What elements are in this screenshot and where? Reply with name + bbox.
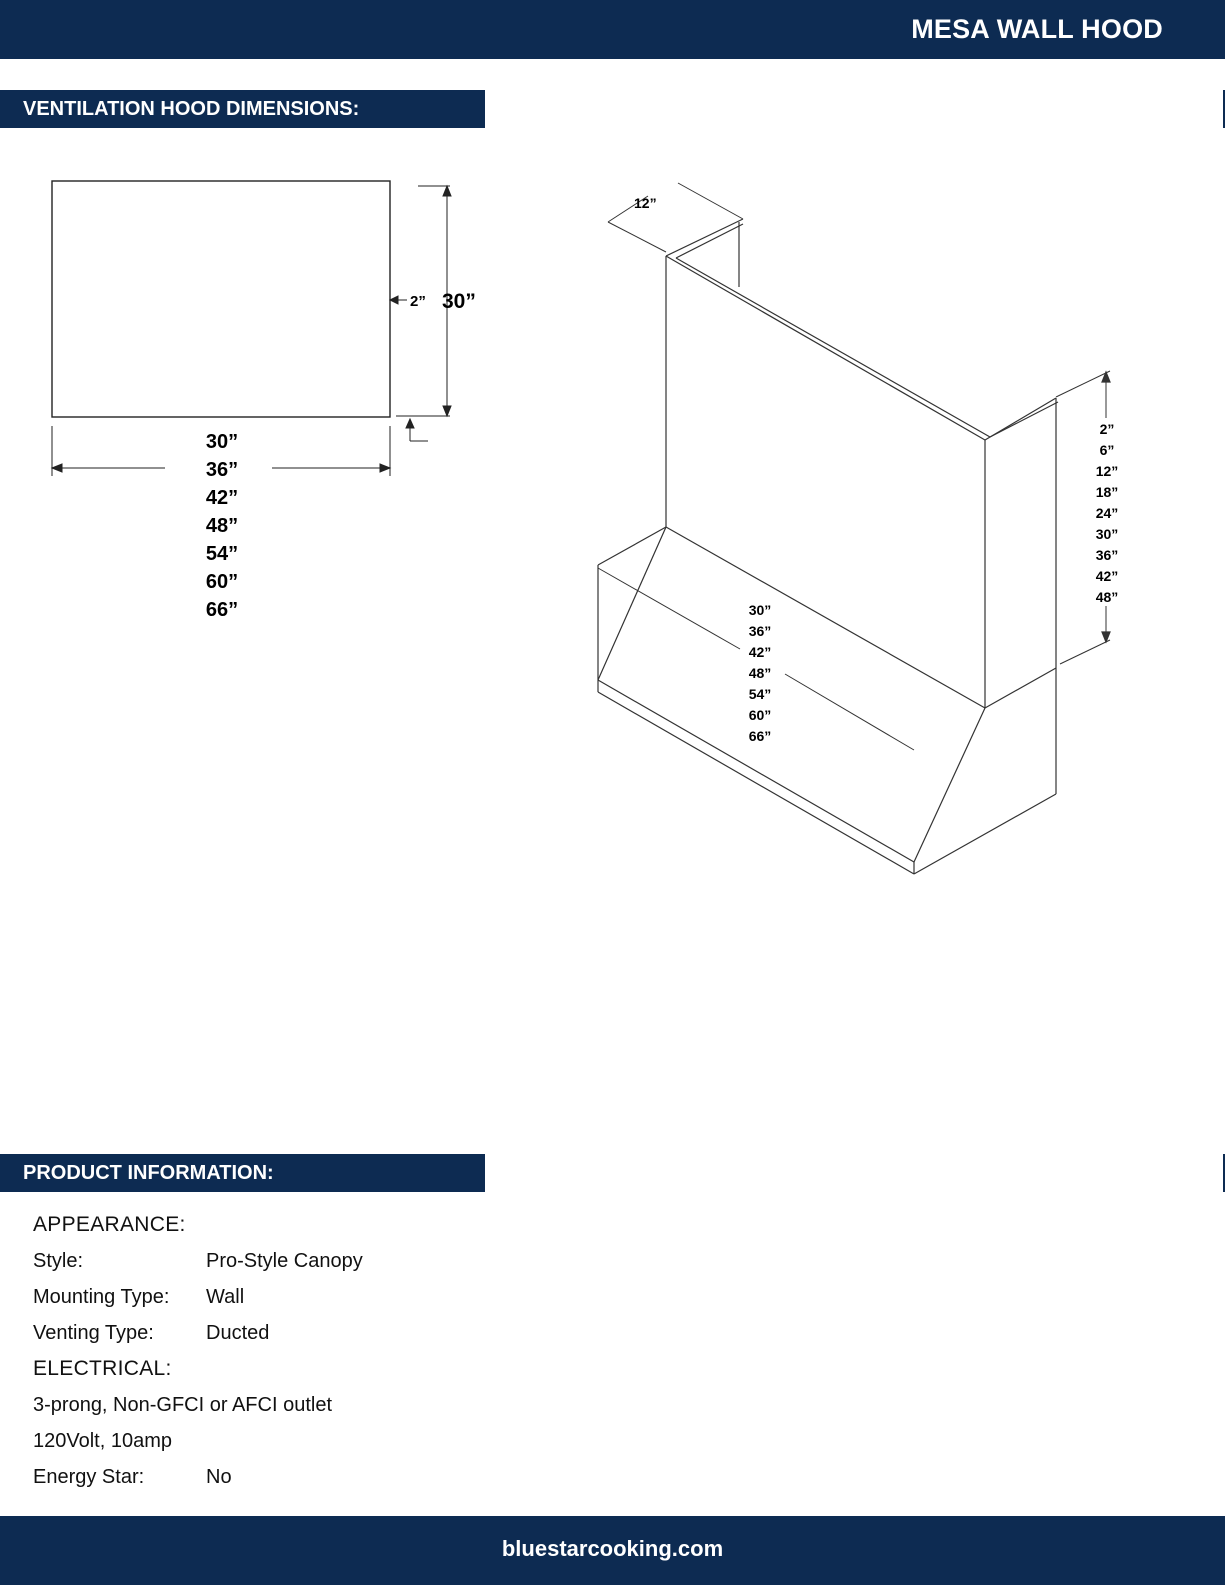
venting-label: Venting Type: [33, 1322, 154, 1344]
front-view-outline [51, 180, 391, 418]
energy-star-label: Energy Star: [33, 1466, 145, 1488]
electrical-heading: ELECTRICAL: [33, 1357, 172, 1380]
front-width-option: 48” [206, 515, 238, 537]
iso-height-option: 24” [1096, 505, 1119, 521]
front-height-label: 30” [442, 290, 476, 313]
outlet-text: 3-prong, Non-GFCI or AFCI outlet [33, 1394, 333, 1416]
mounting-label: Mounting Type: [33, 1286, 170, 1308]
mounting-row: Mounting Type: Wall [33, 1285, 363, 1321]
front-width-option: 60” [206, 571, 238, 593]
iso-width-option: 54” [749, 686, 772, 702]
document-title: MESA WALL HOOD [911, 14, 1163, 44]
dimensions-section-header: VENTILATION HOOD DIMENSIONS: [0, 90, 485, 128]
iso-height-option: 42” [1096, 568, 1119, 584]
iso-height-options: 2” 6” 12” 18” 24” 30” 36” 42” 48” [1096, 421, 1119, 605]
energy-star-value: No [206, 1466, 232, 1488]
front-width-options: 30” 36” 42” 48” 54” 60” 66” [206, 431, 238, 621]
front-width-option: 66” [206, 599, 238, 621]
style-label: Style: [33, 1250, 84, 1272]
iso-width-options: 30” 36” 42” 48” 54” 60” 66” [749, 602, 772, 744]
iso-height-option: 36” [1096, 547, 1119, 563]
front-width-option: 42” [206, 487, 238, 509]
power-text: 120Volt, 10amp [33, 1430, 172, 1452]
venting-row: Venting Type: Ducted [33, 1321, 363, 1357]
front-view-drawing [50, 180, 452, 476]
iso-width-option: 30” [749, 602, 772, 618]
style-value: Pro-Style Canopy [206, 1250, 363, 1272]
energy-star-row: Energy Star: No [33, 1465, 363, 1501]
top-header-bar: MESA WALL HOOD [0, 0, 1225, 59]
style-row: Style: Pro-Style Canopy [33, 1249, 363, 1285]
iso-height-option: 2” [1100, 421, 1115, 437]
iso-width-option: 48” [749, 665, 772, 681]
product-info-list: APPEARANCE: Style: Pro-Style Canopy Moun… [33, 1213, 363, 1501]
front-depth-label: 2” [410, 293, 426, 310]
iso-width-option: 66” [749, 728, 772, 744]
outlet-row: 3-prong, Non-GFCI or AFCI outlet [33, 1393, 363, 1429]
isometric-view-drawing [597, 182, 1111, 875]
iso-height-option: 18” [1096, 484, 1119, 500]
product-info-section-header: PRODUCT INFORMATION: [0, 1154, 485, 1192]
website-link[interactable]: bluestarcooking.com [501, 1536, 724, 1561]
power-row: 120Volt, 10amp [33, 1429, 363, 1465]
footer-bar: bluestarcooking.com [0, 1516, 1225, 1585]
front-width-option: 30” [206, 431, 238, 453]
venting-value: Ducted [206, 1322, 270, 1344]
iso-height-option: 30” [1096, 526, 1119, 542]
iso-height-option: 6” [1100, 442, 1115, 458]
front-width-option: 54” [206, 543, 238, 565]
iso-width-option: 42” [749, 644, 772, 660]
header-edge-mark [1223, 90, 1225, 128]
dimension-drawings: 2” 30” 30” 36” 42” 48” 54” 60” 66” [50, 180, 1119, 875]
electrical-heading-row: ELECTRICAL: [33, 1357, 363, 1393]
iso-width-option: 60” [749, 707, 772, 723]
header-edge-mark [1223, 1154, 1225, 1192]
iso-depth-label: 12” [634, 195, 657, 211]
front-width-option: 36” [206, 459, 238, 481]
mounting-value: Wall [206, 1286, 245, 1308]
iso-width-option: 36” [749, 623, 772, 639]
appearance-heading: APPEARANCE: [33, 1213, 186, 1236]
iso-height-option: 12” [1096, 463, 1119, 479]
appearance-heading-row: APPEARANCE: [33, 1213, 363, 1249]
iso-height-option: 48” [1096, 589, 1119, 605]
